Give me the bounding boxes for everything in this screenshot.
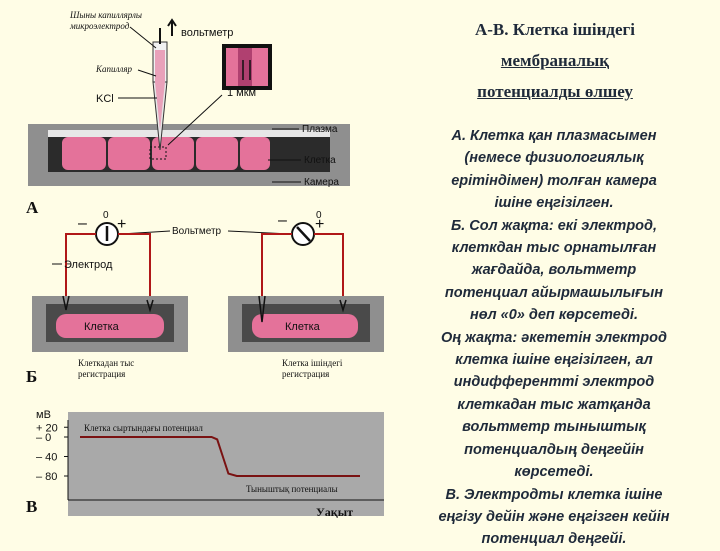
plus-sign-left: + [117, 216, 126, 233]
caption-left: Клеткадан тыс [78, 358, 134, 368]
chamber-label: Камера [304, 177, 339, 188]
lead-wire-right-neg [261, 233, 292, 302]
voltmeter-arrow [167, 18, 177, 36]
description-line: еңгізу дейін және еңгізген кейін [438, 508, 670, 525]
title-line-1: А-В. Клетка ішіндегі [474, 20, 635, 39]
caption-right: Клетка ішіндегі [282, 358, 343, 368]
y-tick-label: + 20 [36, 422, 58, 434]
lead-wire-left-pos [118, 233, 151, 304]
cell-block [152, 137, 194, 170]
zero-mark-right: 0 [316, 210, 322, 221]
description-line: ішіне еңгізілген. [494, 195, 614, 212]
panel-b: – + 0 – + 0 Вольтметр Клетка Клетка Эле [26, 210, 384, 386]
plasma-label: Плазма [302, 124, 338, 135]
title-line-2: мембраналық [500, 51, 610, 70]
y-tick-label: – 80 [36, 471, 57, 483]
figure-panels: 1 мкм Шыны капиллярлы микроэлектрод Капи… [26, 10, 384, 519]
lead-wire-right-pos [314, 233, 344, 304]
electrode-tip-left [62, 295, 70, 311]
kcl-fill [155, 50, 165, 130]
description-line: нөл «0» деп көрсетеді. [470, 307, 638, 324]
cell-right [252, 314, 358, 338]
description-line: ерітіндімен) толған камера [451, 172, 657, 189]
cell-left-label: Клетка [84, 321, 120, 333]
voltmeter-label: вольтметр [181, 27, 233, 39]
cell-label: Клетка [304, 155, 336, 166]
voltmeter-needle-right [296, 226, 311, 242]
description-line: потенциалдың деңгейін [464, 441, 644, 458]
microelectrode-label: Шыны капиллярлы [69, 10, 142, 20]
caption-right: регистрация [282, 369, 329, 379]
y-unit-label: мВ [36, 409, 51, 421]
description-line: вольтметр тыныштық [462, 419, 646, 436]
description-line: клетка ішіне еңгізілген, ал [455, 352, 653, 369]
indifferent-electrode-left [146, 299, 154, 313]
panel-b-letter: Б [26, 367, 37, 386]
microelectrode-label: микроэлектрод [69, 21, 130, 31]
electrode-label: Электрод [64, 259, 113, 271]
description-line: (немесе физиологиялық [464, 150, 644, 167]
description-line: потенциал айырмашылығын [444, 284, 664, 301]
cell-block [240, 137, 270, 170]
zero-mark-left: 0 [103, 210, 109, 221]
plus-sign-right: + [315, 216, 324, 233]
cell-block [196, 137, 238, 170]
voltmeter-label: Вольтметр [172, 226, 222, 237]
title-line-3: потенциалды өлшеу [477, 82, 633, 101]
y-tick-label: – 40 [36, 452, 57, 464]
lead-wire-left-neg [65, 233, 96, 302]
y-tick-label: – 0 [36, 432, 51, 444]
description-line: Оң жақта: әкететін электрод [441, 329, 667, 346]
impalement-marker [149, 146, 167, 160]
plasma-fluid [48, 130, 330, 137]
panel-a: 1 мкм Шыны капиллярлы микроэлектрод Капи… [26, 10, 350, 217]
description-line: Б. Сол жақта: екі электрод, [450, 217, 658, 234]
microelectrode-pointer [129, 26, 157, 49]
x-axis-label: Уақыт [316, 505, 353, 519]
minus-sign-right: – [278, 212, 287, 229]
after-label: Тыныштық потенциалы [246, 484, 338, 494]
description-text: А. Клетка қан плазмасымен (немесе физиоло… [393, 125, 715, 551]
electrode-tip-right [258, 295, 266, 323]
page-title: А-В. Клетка ішіндегі мембраналық потенци… [400, 14, 710, 107]
panel-c: мВ + 20– 0 – 40 – 80 Клетка сыртындағы пот… [26, 409, 384, 519]
panel-a-letter: А [26, 198, 39, 217]
magnified-gap [238, 48, 252, 86]
cell-left [56, 314, 164, 338]
cell-right-label: Клетка [285, 321, 321, 333]
capillary-label: Капилляр [95, 64, 133, 74]
description-line: индифферентті электрод [453, 374, 655, 391]
potential-trace [80, 436, 360, 477]
description-line: А. Клетка қан плазмасымен [451, 128, 657, 144]
description-line: клеткдан тыс орнатылған [451, 240, 657, 257]
caption-left: регистрация [78, 369, 125, 379]
cell-block [62, 137, 106, 170]
description-line: көрсетеді. [514, 464, 594, 481]
panel-c-letter: В [26, 497, 37, 516]
before-label: Клетка сыртындағы потенциал [84, 423, 203, 433]
cell-block [108, 137, 150, 170]
indifferent-electrode-right [339, 299, 347, 313]
kcl-label: KCl [96, 93, 114, 105]
inset-pointer [167, 94, 223, 146]
capillary-pointer [137, 69, 157, 77]
scale-label: 1 мкм [227, 87, 256, 99]
minus-sign-left: – [78, 215, 87, 232]
description-line: жағдайда, вольтметр [471, 262, 637, 279]
description-line: клеткадан тыс жатқанда [457, 396, 651, 413]
description-line: В. Электродты клетка ішіне [445, 486, 663, 503]
